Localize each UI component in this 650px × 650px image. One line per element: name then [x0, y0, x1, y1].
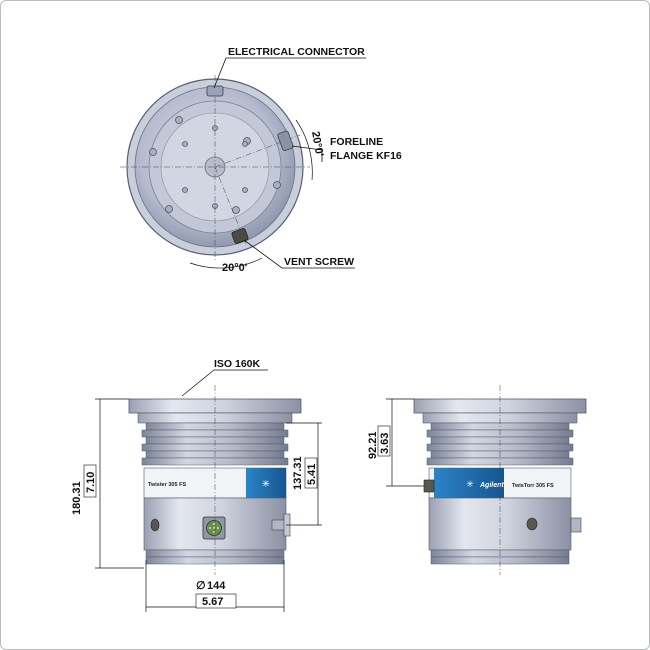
front-view: Twis­ter 305 FS ✳ [71, 358, 322, 612]
diameter-in-box [195, 593, 237, 609]
side-screw [526, 517, 538, 531]
height-in-text: 7.10 [85, 472, 97, 493]
side-view: ✳ Agilent TwisTorr 305 FS 92.21 3.63 [367, 385, 587, 575]
angle-arc-bottom [189, 257, 263, 269]
body-height-in-box [304, 457, 318, 489]
side-model-text: TwisTorr 305 FS [512, 483, 554, 489]
side-vent-screw [423, 479, 435, 493]
offset-in-text: 3.63 [379, 433, 391, 454]
height-mm-text: 180.31 [71, 481, 83, 515]
side-brand-panel [434, 468, 504, 498]
flange-label: ISO 160K [214, 358, 261, 370]
side-brand-text: Agilent [479, 482, 504, 489]
foreline-label-line1: FORELINE [330, 136, 383, 148]
foreline-flange [277, 130, 294, 152]
angle-right-text: 20°0' [309, 130, 325, 157]
offset-mm-text: 92.21 [367, 431, 379, 459]
height-in-box [83, 464, 97, 498]
angle-bottom-text: 20°0' [222, 262, 248, 274]
side-foreline [570, 517, 582, 533]
electrical-connector-label: ELECTRICAL CONNECTOR [228, 46, 365, 58]
offset-in-box [377, 425, 391, 457]
body-height-in-text: 5.41 [306, 464, 318, 485]
band-text: Twis­ter 305 FS [148, 482, 186, 488]
brand-panel [246, 468, 286, 498]
diameter-text: 144 [207, 580, 226, 592]
screw-left [150, 518, 160, 532]
foreline-label-line2: FLANGE KF16 [330, 150, 402, 162]
diameter-in-text: 5.67 [202, 596, 223, 608]
top-view: ELECTRICAL CONNECTOR FORELINE FLANGE KF1… [120, 46, 402, 274]
bolt-holes [149, 116, 281, 214]
leader-lines [213, 57, 366, 269]
side-dim-lines [386, 398, 424, 487]
agilent-spark-icon: ✳ [262, 479, 270, 490]
side-agilent-spark-icon: ✳ [466, 480, 474, 490]
electrical-connector [206, 85, 224, 97]
body-height-mm-text: 137.31 [292, 456, 304, 490]
vent-screw-label: VENT SCREW [284, 256, 354, 268]
connector-pin-dots [209, 523, 219, 533]
diameter-symbol: ∅ [196, 580, 206, 592]
vent-screw [231, 228, 249, 244]
